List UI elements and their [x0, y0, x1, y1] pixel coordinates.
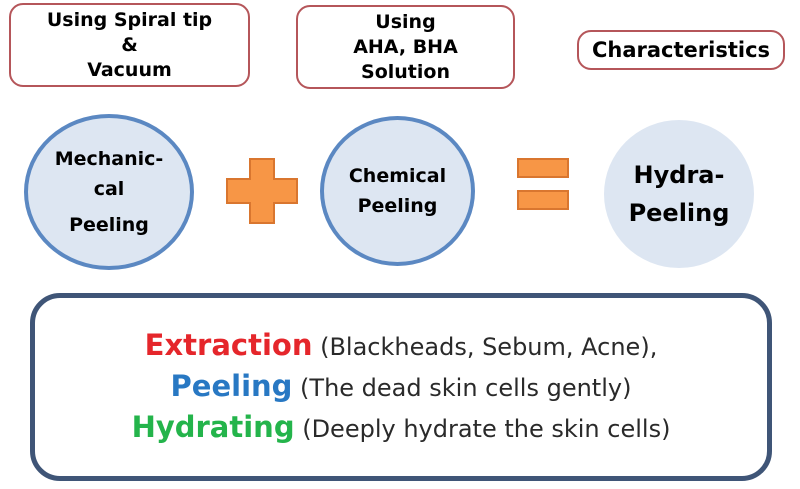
chemical-line-2: Peeling — [357, 195, 438, 217]
mechanical-line-3: Peeling — [69, 214, 149, 236]
aha-box-line-1: Using — [375, 10, 436, 33]
chemical-line-1: Chemical — [348, 165, 447, 187]
peeling-desc: (The dead skin cells gently) — [292, 373, 632, 402]
hydra-line-2: Peeling — [628, 199, 730, 227]
hydra-peeling-circle: Hydra- Peeling — [604, 120, 754, 268]
spiral-box-line-3: Vacuum — [87, 58, 172, 81]
mechanical-peeling-circle: Mechanic- cal Peeling — [24, 114, 194, 270]
hydra-line-1: Hydra- — [633, 161, 725, 189]
mechanical-line-1: Mechanic- — [54, 148, 164, 170]
spiral-box-line-1: Using Spiral tip — [46, 8, 213, 31]
chemical-peeling-circle: Chemical Peeling — [320, 116, 475, 266]
spiral-box-line-2: & — [121, 33, 138, 56]
peeling-line: Peeling (The dead skin cells gently) — [171, 367, 632, 408]
equals-icon — [517, 158, 569, 210]
aha-box-line-3: Solution — [361, 60, 450, 83]
mechanical-line-2: cal — [93, 178, 125, 200]
plus-icon — [226, 158, 298, 224]
characteristics-label: Characteristics — [591, 37, 771, 62]
extraction-line: Extraction (Blackheads, Sebum, Acne), — [145, 326, 658, 367]
hydrating-term: Hydrating — [131, 409, 295, 444]
aha-box-line-2: AHA, BHA — [353, 35, 458, 58]
hydrating-desc: (Deeply hydrate the skin cells) — [294, 414, 671, 443]
extraction-term: Extraction — [144, 327, 313, 362]
peeling-term: Peeling — [170, 368, 293, 403]
spiral-tip-vacuum-box: Using Spiral tip & Vacuum — [9, 3, 250, 87]
characteristics-box: Characteristics — [577, 30, 785, 70]
hydrating-line: Hydrating (Deeply hydrate the skin cells… — [132, 408, 671, 449]
extraction-desc: (Blackheads, Sebum, Acne), — [312, 332, 658, 361]
aha-bha-solution-box: Using AHA, BHA Solution — [296, 5, 515, 89]
benefits-summary-box: Extraction (Blackheads, Sebum, Acne), Pe… — [30, 293, 772, 481]
